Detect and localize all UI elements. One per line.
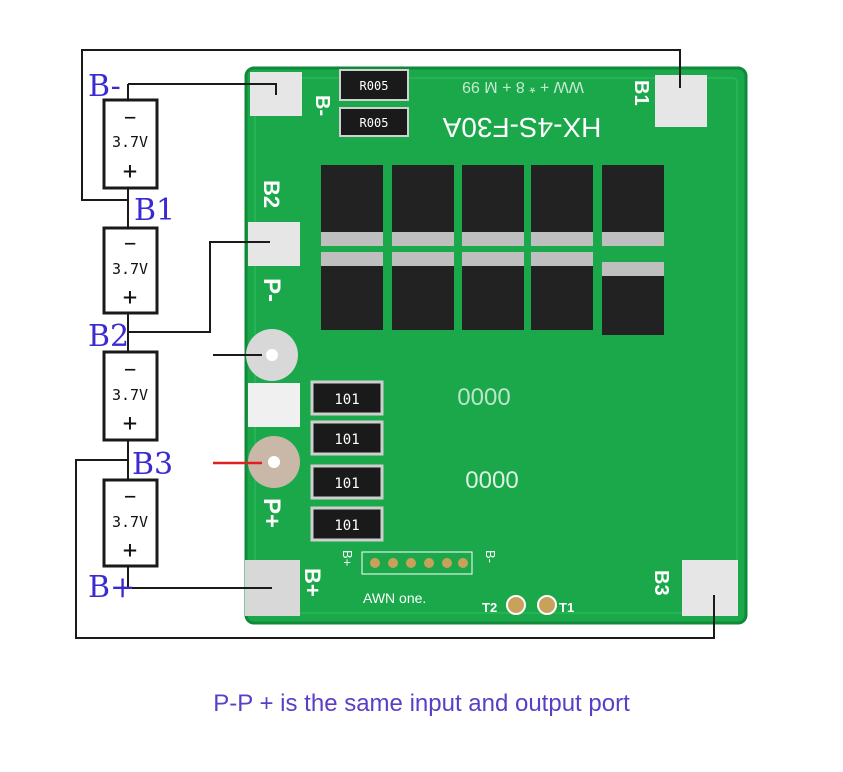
cell-1-voltage: 3.7V [112, 133, 148, 151]
pin-header [361, 551, 473, 575]
wire-b3 [75, 459, 715, 639]
brand-text: AWN one. [363, 590, 426, 606]
resistor-top-2 [339, 107, 409, 137]
cell-1 [102, 98, 159, 190]
chip-code-1: 0000 [457, 384, 510, 411]
pad-label-b1: B1 [630, 80, 652, 106]
pad-label-b3: B3 [650, 570, 672, 596]
board-model: HX-4S-F30A [442, 112, 601, 143]
pad-b2 [248, 222, 300, 266]
pad-label-b-minus: B- [311, 95, 333, 116]
cell-4 [102, 478, 159, 568]
pin-label-b-plus: B+ [340, 550, 355, 566]
resistor-top-2-label: R005 [360, 116, 389, 130]
shunt-2-label: 101 [334, 432, 359, 448]
label-b2: B2 [88, 319, 129, 354]
cell-4-pos: + [123, 536, 137, 564]
wire-b1 [81, 49, 681, 201]
resistor-top-1-label: R005 [360, 79, 389, 93]
resistor-top-1 [339, 69, 409, 101]
pad-label-p-plus: P+ [258, 498, 285, 528]
label-b-minus: B- [88, 69, 121, 104]
battery-cells: − 3.7V + − 3.7V + − 3.7V + − 3.7V + [102, 98, 159, 568]
test-label-t1: T1 [559, 600, 574, 615]
cell-1-pos: + [123, 157, 137, 185]
pin-label-b-minus: B- [483, 550, 498, 563]
shunt-1-label: 101 [334, 392, 359, 408]
test-label-t2: T2 [482, 600, 497, 615]
pad-b3 [682, 560, 738, 616]
mosfet-row-1 [321, 165, 664, 246]
wire-b-minus [128, 83, 277, 95]
pad-label-b-plus: B+ [300, 568, 325, 597]
shunt-resistors [310, 380, 384, 542]
shunt-3-label: 101 [334, 476, 359, 492]
pcb-board: B- B1 B2 P- P+ B+ B3 WW + * 8 + M 99 HX-… [244, 66, 748, 625]
cell-4-voltage: 3.7V [112, 513, 148, 531]
wire-b2 [128, 241, 270, 333]
pad-label-b2: B2 [259, 180, 284, 208]
label-b1: B1 [134, 193, 175, 228]
test-point-t1 [537, 595, 557, 615]
cell-3 [102, 350, 159, 442]
cell-2 [102, 226, 159, 315]
caption: P-P + is the same input and output port [213, 690, 630, 717]
shunt-4-label: 101 [334, 518, 359, 534]
chip-code-2: 0000 [465, 467, 518, 494]
cell-3-neg: − [124, 357, 136, 381]
label-b3: B3 [132, 447, 173, 482]
cell-3-voltage: 3.7V [112, 386, 148, 404]
pad-label-p-minus: P- [258, 278, 285, 302]
pad-p-minus-square [248, 383, 300, 427]
cell-3-pos: + [123, 409, 137, 437]
mosfet-row-2 [321, 252, 664, 335]
cell-1-neg: − [124, 105, 136, 129]
cell-2-voltage: 3.7V [112, 260, 148, 278]
label-b-plus: B+ [88, 570, 135, 605]
cell-2-neg: − [124, 231, 136, 255]
test-point-t2 [506, 595, 526, 615]
silk-top-text: WW + * 8 + M 99 [462, 78, 584, 95]
wiring [75, 49, 715, 639]
cell-4-neg: − [124, 484, 136, 508]
cell-2-pos: + [123, 283, 137, 311]
